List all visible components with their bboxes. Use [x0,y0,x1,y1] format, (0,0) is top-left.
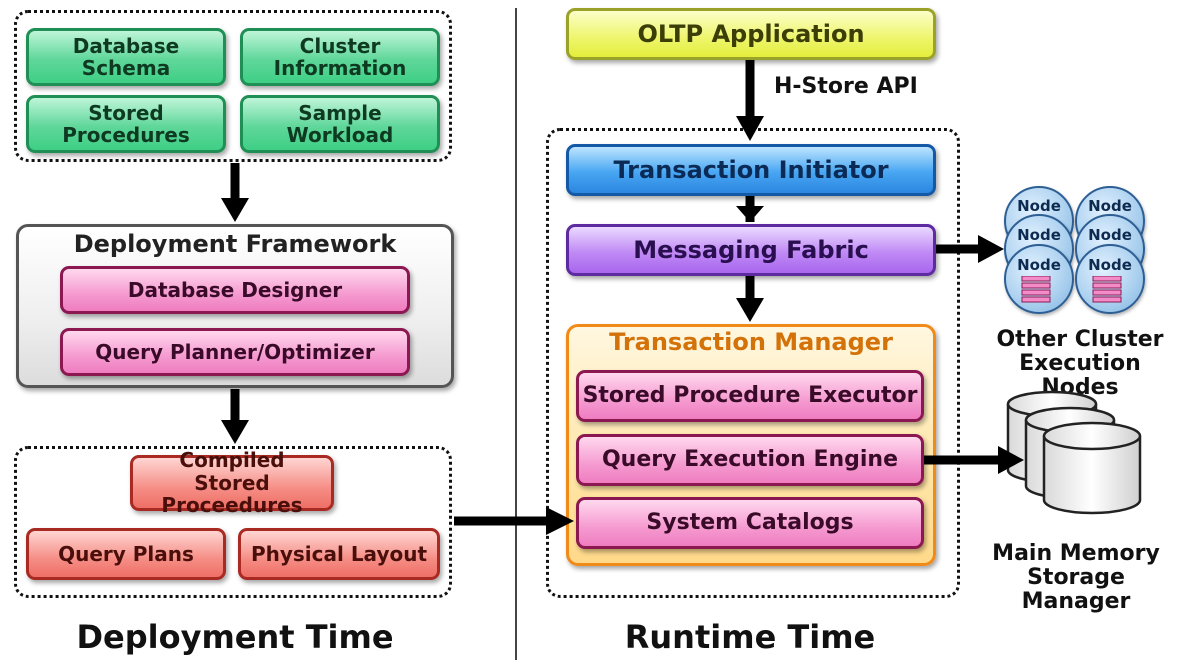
divider-line [515,8,517,660]
node-label: Node [1017,197,1061,215]
database-designer-box: Database Designer [60,266,410,314]
runtime-time-label: Runtime Time [624,618,876,656]
node-label: Node [1017,256,1061,274]
sample-workload-box: Sample Workload [240,95,440,153]
deployment-time-label: Deployment Time [76,618,394,656]
stored-procedure-executor-box: Stored Procedure Executor [576,370,924,422]
physical-layout-box: Physical Layout [238,528,440,580]
deployment-framework-title: Deployment Framework [73,230,397,258]
database-cylinders-icon [1006,390,1142,515]
compiled-stored-procedures-box: Compiled Stored Proceedures [130,449,334,516]
transaction-manager-title: Transaction Manager [609,328,893,356]
query-planner-box: Query Planner/Optimizer [60,328,410,376]
system-catalogs-box: System Catalogs [576,497,924,549]
node-label: Node [1017,226,1061,244]
cluster-information-box: Cluster Information [240,28,440,86]
messaging-fabric-box: Messaging Fabric [566,224,936,276]
database-schema-box: Database Schema [26,28,226,86]
node-storage-icons [1021,276,1122,303]
node-label: Node [1088,256,1132,274]
node-label: Node [1088,226,1132,244]
query-plans-box: Query Plans [26,528,226,580]
oltp-application-box: OLTP Application [566,8,936,60]
transaction-initiator-box: Transaction Initiator [566,144,936,196]
query-execution-engine-box: Query Execution Engine [576,434,924,486]
deployment-inputs-group [14,10,452,162]
stored-procedures-box: Stored Procedures [26,95,226,153]
node-label: Node [1088,197,1132,215]
h-store-api-label: H-Store API [774,74,918,99]
deployment-outputs-group [14,446,452,598]
execution-nodes-caption: Other Cluster Execution Nodes [996,327,1164,401]
storage-manager-caption: Main Memory Storage Manager [992,541,1160,615]
